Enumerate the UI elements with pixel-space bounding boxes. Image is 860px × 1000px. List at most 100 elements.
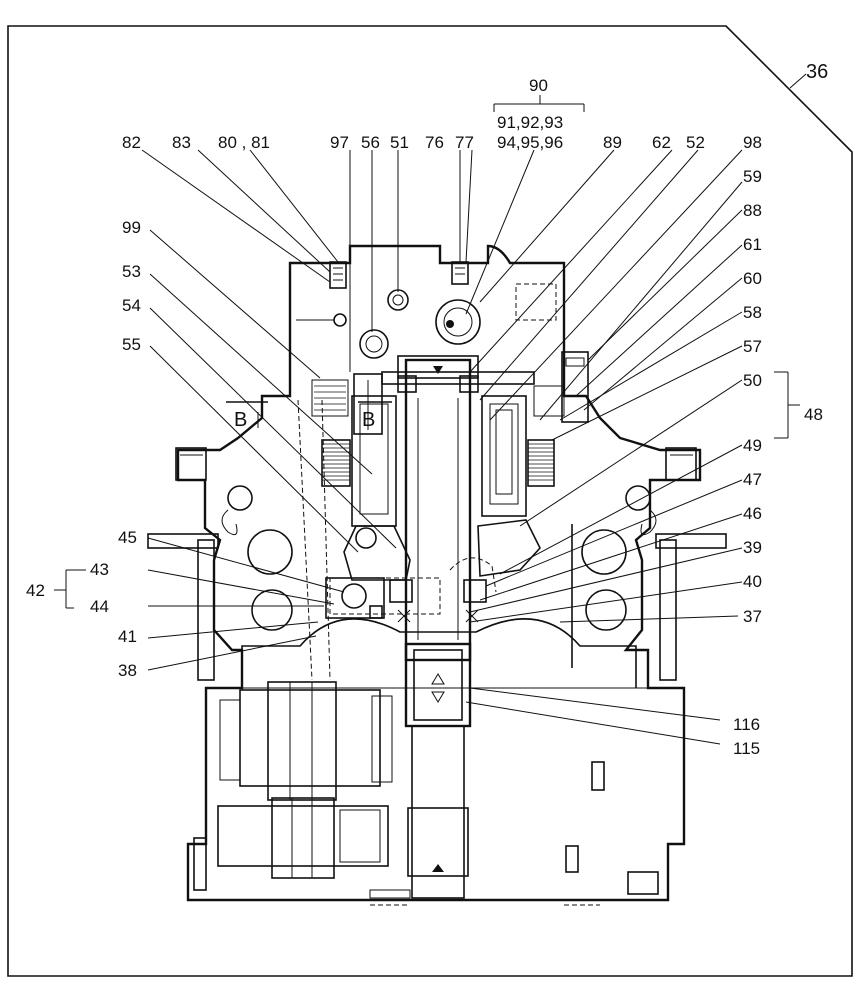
planet-pin-lower xyxy=(339,809,381,863)
floating-seal-right xyxy=(640,509,657,536)
callout-91-92-93: 91,92,93 xyxy=(497,113,563,132)
port-plug-dashed xyxy=(515,283,557,321)
callout-labels: 90 91,92,93 94,95,96 82 83 80 , 81 97 56… xyxy=(26,76,823,758)
housing-outline xyxy=(176,244,702,902)
callout-53: 53 xyxy=(122,262,141,281)
callout-49: 49 xyxy=(743,436,762,455)
right-flange xyxy=(665,447,697,481)
level-plug xyxy=(627,871,659,895)
callout-40: 40 xyxy=(743,572,762,591)
piston-left xyxy=(359,403,389,515)
motor-cross-section xyxy=(147,244,727,906)
section-label-b-left: B xyxy=(234,409,247,431)
oring-seal-inner xyxy=(443,307,473,337)
callout-46: 46 xyxy=(743,504,762,523)
callout-56: 56 xyxy=(361,133,380,152)
callout-98: 98 xyxy=(743,133,762,152)
callout-116: 116 xyxy=(733,715,760,734)
plug-fitting-center xyxy=(451,261,469,285)
callout-55: 55 xyxy=(122,335,141,354)
cylinder-right xyxy=(481,395,527,517)
left-flange xyxy=(175,447,207,481)
shaft-top-cap xyxy=(397,355,479,379)
figure-number: 36 xyxy=(806,61,828,83)
bearing-dashed-arc xyxy=(449,557,497,593)
callout-76: 76 xyxy=(425,133,444,152)
sun-gear xyxy=(404,642,472,728)
brake-spring-right xyxy=(533,385,565,417)
oring-dot xyxy=(446,320,454,328)
swash-plate-right xyxy=(477,519,541,577)
callout-77: 77 xyxy=(455,133,474,152)
callout-94-95-96: 94,95,96 xyxy=(497,133,563,152)
callout-97: 97 xyxy=(330,133,349,152)
section-label-b-right: B xyxy=(362,409,375,431)
ring-gear-carrier xyxy=(241,618,637,688)
callout-47: 47 xyxy=(743,470,762,489)
callout-48: 48 xyxy=(804,405,823,424)
bolt-right xyxy=(659,539,677,681)
planet-carrier-upper xyxy=(239,689,381,787)
friction-plates-left xyxy=(321,439,351,487)
callout-60: 60 xyxy=(743,269,762,288)
lower-drive-shaft xyxy=(411,725,465,899)
callout-58: 58 xyxy=(743,303,762,322)
check-ball-inner xyxy=(392,294,404,306)
planet-carrier-lower xyxy=(217,805,389,867)
callout-41: 41 xyxy=(118,627,137,646)
callout-90: 90 xyxy=(529,76,548,95)
section-mark-b-right: B xyxy=(358,401,392,431)
brake-valve-ball xyxy=(341,583,367,609)
callout-59: 59 xyxy=(743,167,762,186)
callout-99: 99 xyxy=(122,218,141,237)
callout-115: 115 xyxy=(733,739,760,758)
planet-pin-upper xyxy=(219,699,241,781)
check-ball xyxy=(387,289,409,311)
oil-line-left-a xyxy=(297,399,313,681)
seal-x-left-b xyxy=(397,609,411,623)
callout-61: 61 xyxy=(743,235,762,254)
callout-88: 88 xyxy=(743,201,762,220)
bolt-left xyxy=(197,539,215,681)
swash-plate xyxy=(343,525,411,581)
planet-gear-lower xyxy=(271,797,335,879)
piston-right xyxy=(489,403,519,505)
orifice-plug xyxy=(359,329,389,359)
plug-fitting-left xyxy=(329,261,347,289)
orifice-plug-inner xyxy=(365,335,383,353)
bottom-center-plate xyxy=(369,889,411,899)
callout-45: 45 xyxy=(118,528,137,547)
floating-seal-left xyxy=(221,509,238,536)
bearing-ball-lower-right xyxy=(585,589,627,631)
sun-gear-teeth xyxy=(413,649,463,721)
callout-42: 42 xyxy=(26,581,45,600)
pivot-ball xyxy=(355,527,377,549)
callout-57: 57 xyxy=(743,337,762,356)
callout-38: 38 xyxy=(118,661,137,680)
callout-39: 39 xyxy=(743,538,762,557)
brake-spring-left xyxy=(311,379,349,417)
side-plug xyxy=(333,313,347,327)
callout-51: 51 xyxy=(390,133,409,152)
callout-50: 50 xyxy=(743,371,762,390)
bearing-ball-upper-left xyxy=(247,529,293,575)
callout-54: 54 xyxy=(122,296,141,315)
oil-line-left-b xyxy=(321,399,331,681)
drive-shaft xyxy=(404,358,472,662)
piston-right-inner xyxy=(495,409,513,495)
relief-valve-cap xyxy=(565,357,585,367)
callout-62: 62 xyxy=(652,133,671,152)
bottom-left-plug xyxy=(193,837,207,891)
drawing-frame xyxy=(7,25,853,977)
seal-ring-right xyxy=(625,485,651,511)
sun-gear-marker-up xyxy=(431,673,445,685)
shaft-top-marker xyxy=(433,366,443,374)
planet-pin-upper-right xyxy=(371,695,393,783)
callout-52: 52 xyxy=(686,133,705,152)
friction-plates-right xyxy=(527,439,555,487)
callout-37: 37 xyxy=(743,607,762,626)
bolt-head-right xyxy=(655,533,727,549)
callout-83: 83 xyxy=(172,133,191,152)
callout-89: 89 xyxy=(603,133,622,152)
planet-gear-upper xyxy=(267,681,337,801)
